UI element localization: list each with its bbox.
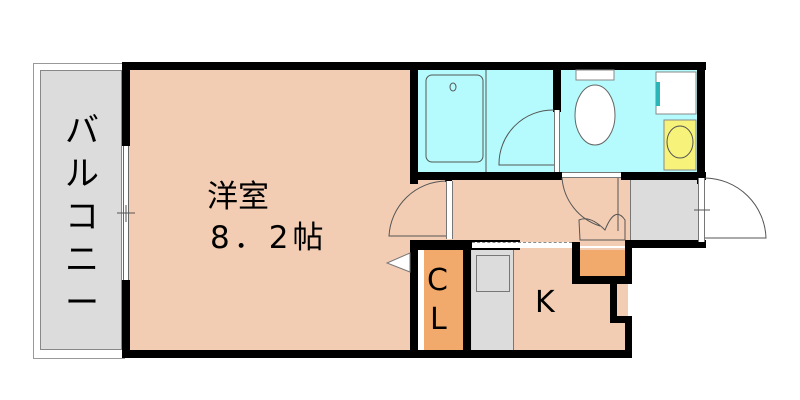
wall-storage-bottom bbox=[572, 276, 632, 284]
wall-storage-right bbox=[625, 242, 632, 284]
balcony bbox=[40, 70, 122, 350]
toilet-icon bbox=[574, 84, 616, 146]
room-door-swing bbox=[388, 180, 447, 237]
toilet-door-swing bbox=[561, 177, 601, 227]
balcony-label: バ ル コ ニ ー bbox=[65, 111, 99, 323]
wall-right-toilet bbox=[697, 62, 705, 184]
entrance-door-swing bbox=[704, 177, 767, 239]
wall-left-top bbox=[122, 62, 130, 146]
western-room-name: 洋室 bbox=[207, 179, 269, 215]
wall-bottom bbox=[122, 350, 632, 358]
closet-door-marker bbox=[385, 252, 411, 273]
closet bbox=[418, 250, 464, 350]
washbasin-icon bbox=[663, 119, 697, 171]
closet-label-c: C bbox=[427, 263, 448, 298]
wall-hall-left-bottom bbox=[410, 240, 520, 250]
wall-top-room bbox=[122, 62, 416, 70]
western-room-size: 8．2帖 bbox=[210, 220, 328, 256]
wall-kitchen-right bbox=[625, 316, 632, 358]
wall-bath-divider-top bbox=[553, 62, 561, 112]
bath-door-swing bbox=[498, 109, 555, 166]
wall-notch-step bbox=[610, 316, 632, 323]
western-room bbox=[128, 68, 412, 352]
sink bbox=[476, 255, 510, 292]
wall-hall-stub bbox=[445, 178, 452, 182]
bath-door-opening[interactable] bbox=[554, 110, 560, 172]
room-door-opening[interactable] bbox=[446, 181, 453, 239]
wall-wet-bottom-left bbox=[410, 172, 562, 180]
wall-room-right-lower bbox=[410, 240, 418, 358]
entrance bbox=[630, 178, 698, 242]
kitchen-label: K bbox=[535, 285, 555, 320]
wall-left-bottom bbox=[122, 280, 130, 358]
kitchen-counter bbox=[472, 250, 514, 350]
bathtub-icon bbox=[425, 74, 484, 163]
washing-machine-icon bbox=[655, 71, 697, 115]
wall-closet-kitchen bbox=[463, 248, 471, 354]
kitchen-window-strip bbox=[472, 242, 572, 248]
wall-entrance-bottom bbox=[625, 240, 706, 248]
wall-wet-left bbox=[410, 62, 418, 184]
closet-label-l: L bbox=[430, 302, 447, 337]
wall-wet-bottom-right bbox=[621, 172, 706, 180]
wall-notch bbox=[610, 283, 617, 323]
toilet-door-opening[interactable] bbox=[562, 172, 621, 178]
wall-storage-left bbox=[572, 242, 580, 284]
storage bbox=[580, 250, 625, 276]
